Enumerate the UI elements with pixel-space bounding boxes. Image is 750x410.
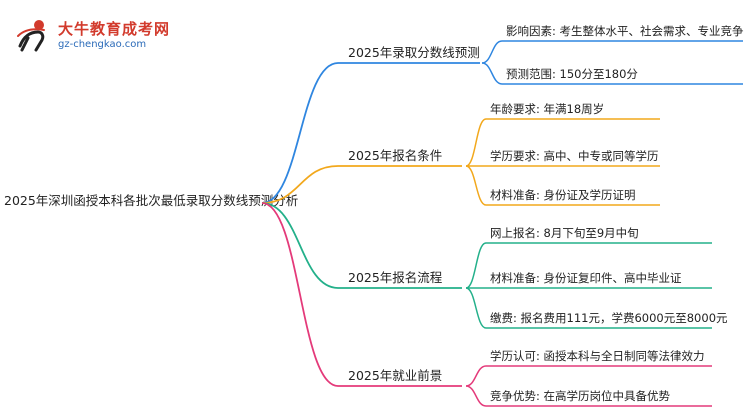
logo-url: gz-chengkao.com [58,39,147,50]
leaf-connector [465,165,487,206]
leaf-connector [465,365,487,387]
leaf-label: 材料准备: 身份证及学历证明 [490,188,636,202]
logo-figure-icon [17,20,45,52]
leaf-label: 竞争优势: 在高学历岗位中具备优势 [490,389,671,403]
root-connector [261,165,339,204]
branch-1: 2025年录取分数线预测 影响因素: 考生整体水平、社会需求、专业竞争预测范围: … [261,24,744,204]
branch-label: 2025年报名条件 [348,148,442,163]
leaf-label: 学历要求: 高中、中专或同等学历 [490,149,659,163]
root-connector [261,202,339,289]
leaf-connector [481,40,503,64]
leaf-connector [465,118,487,167]
leaf-label: 学历认可: 函授本科与全日制同等法律效力 [490,349,705,363]
leaf-connector [465,385,487,407]
root-connector [261,202,339,387]
leaf-label: 网上报名: 8月下旬至9月中旬 [490,226,639,240]
leaf-label: 预测范围: 150分至180分 [506,67,638,81]
root-topic: 2025年深圳函授本科各批次最低录取分数线预测分析 [4,193,298,208]
logo-name: 大牛教育成考网 [58,20,171,38]
logo: 大牛教育成考网 gz-chengkao.com [14,14,179,56]
branch-label: 2025年录取分数线预测 [348,45,480,60]
leaf-label: 材料准备: 身份证复印件、高中毕业证 [490,271,682,285]
branch-label: 2025年报名流程 [348,270,443,285]
leaf-label: 缴费: 报名费用111元，学费6000元至8000元 [490,311,728,325]
leaf-label: 影响因素: 考生整体水平、社会需求、专业竞争 [506,24,744,38]
branch-label: 2025年就业前景 [348,368,442,383]
leaf-label: 年龄要求: 年满18周岁 [490,102,604,116]
root-connector [261,62,339,204]
leaf-connector [481,62,503,85]
leaf-connector [465,242,487,289]
leaf-connector [465,287,487,329]
